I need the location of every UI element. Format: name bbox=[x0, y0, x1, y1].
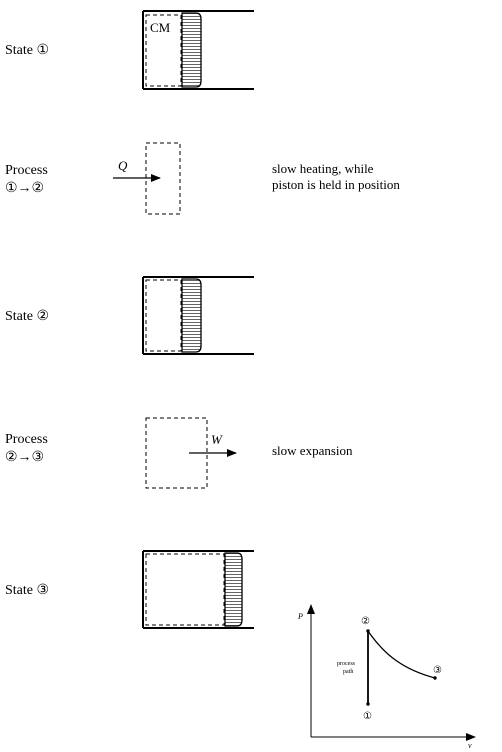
work-symbol: W bbox=[211, 432, 223, 447]
process-path-label-line-1: process bbox=[337, 661, 356, 667]
process-1-2-title: Process bbox=[5, 163, 48, 178]
process-path-label-line-2: path bbox=[343, 669, 353, 675]
state-2-marker: ② bbox=[361, 616, 370, 627]
state-3-cylinder bbox=[142, 550, 254, 629]
state-1-label: State ① bbox=[5, 43, 49, 58]
state-1-point bbox=[366, 702, 370, 706]
state-1-marker: ① bbox=[363, 711, 372, 722]
process-1-2-description-line-1: slow heating, while bbox=[272, 161, 374, 176]
control-mass-boundary bbox=[145, 279, 182, 352]
pressure-axis-label: P bbox=[297, 612, 303, 621]
volume-axis-label: v bbox=[468, 741, 472, 750]
piston bbox=[181, 12, 202, 88]
state-2-cylinder bbox=[142, 276, 254, 355]
control-mass-boundary bbox=[145, 553, 225, 626]
system-boundary bbox=[145, 142, 181, 215]
process-path-2-3 bbox=[367, 630, 436, 679]
state-2-point bbox=[366, 629, 370, 633]
state-2-label: State ② bbox=[5, 309, 49, 324]
piston bbox=[181, 278, 202, 353]
piston bbox=[224, 552, 243, 627]
process-2-3-title: Process bbox=[5, 432, 48, 447]
control-mass-boundary bbox=[145, 14, 182, 87]
state-1-cylinder: CM bbox=[142, 10, 254, 90]
system-boundary bbox=[145, 417, 208, 489]
process-1-2-description-line-2: piston is held in position bbox=[272, 177, 400, 192]
pv-diagram: P v ① ② ③ process path bbox=[297, 604, 476, 750]
state-3-marker: ③ bbox=[433, 665, 442, 676]
process-2-3-system: W bbox=[145, 417, 237, 489]
process-2-3-description: slow expansion bbox=[272, 443, 353, 458]
heat-symbol: Q bbox=[118, 158, 128, 173]
state-3-point bbox=[433, 676, 437, 680]
process-2-3-steps: ②→③ bbox=[5, 450, 44, 465]
control-mass-label: CM bbox=[150, 20, 171, 35]
process-1-2-steps: ①→② bbox=[5, 181, 44, 196]
process-1-2-system: Q bbox=[113, 142, 181, 215]
state-3-label: State ③ bbox=[5, 583, 49, 598]
